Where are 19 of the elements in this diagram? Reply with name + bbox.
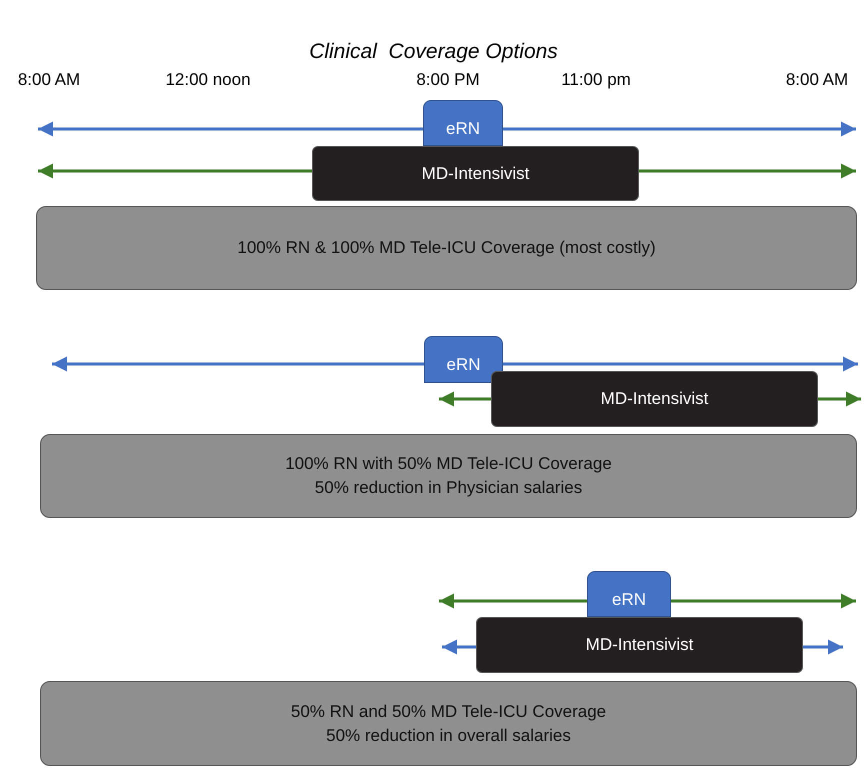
time-label: 8:00 PM <box>416 70 480 90</box>
time-label: 8:00 AM <box>786 70 848 90</box>
role-bar: MD-Intensivist <box>491 371 818 427</box>
role-tab: eRN <box>423 100 503 146</box>
role-bar: MD-Intensivist <box>476 617 803 673</box>
time-label: 11:00 pm <box>561 70 631 90</box>
coverage-panel <box>40 434 857 518</box>
coverage-panel: 100% RN & 100% MD Tele-ICU Coverage (most costly) <box>36 206 857 290</box>
coverage-text: 50% reduction in Physician salaries <box>314 477 582 499</box>
role-tab: eRN <box>424 336 503 383</box>
title: Clinical Coverage Options <box>308 40 559 64</box>
coverage-text: 50% reduction in overall salaries <box>326 724 571 746</box>
time-label: 12:00 noon <box>165 70 251 90</box>
coverage-text: 100% RN with 50% MD Tele-ICU Coverage <box>285 453 612 476</box>
time-label: 8:00 AM <box>18 70 80 90</box>
coverage-text: 50% RN and 50% MD Tele-ICU Coverage <box>290 700 606 723</box>
coverage-panel <box>40 681 857 766</box>
role-bar: MD-Intensivist <box>312 146 639 201</box>
role-tab: eRN <box>587 571 671 617</box>
